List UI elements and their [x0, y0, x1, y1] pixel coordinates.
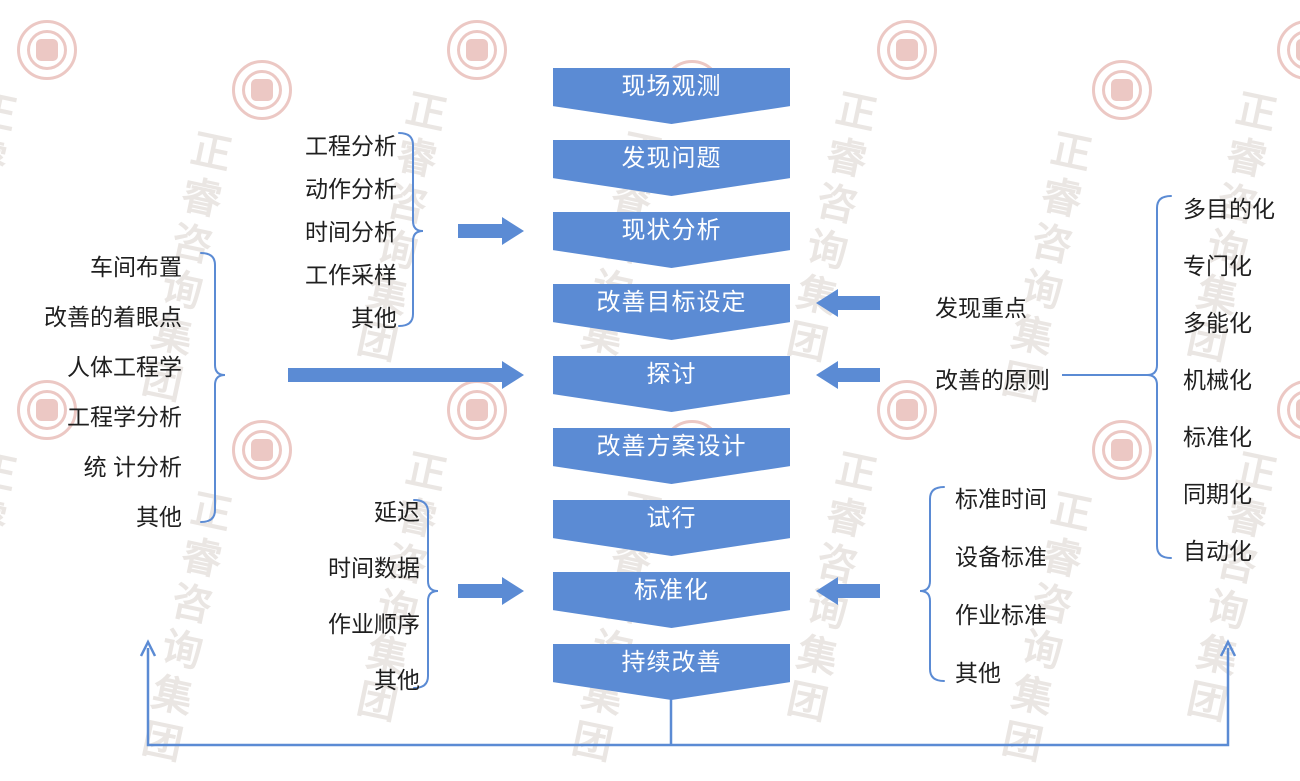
- list-item: 标准时间: [955, 486, 1047, 512]
- key-points-label: 发现重点: [935, 295, 1027, 321]
- list-item: 时间分析: [305, 218, 397, 245]
- list-item: 人体工程学: [67, 354, 182, 380]
- list-item: 专门化: [1183, 252, 1252, 279]
- flow-step-observe: 现场观测: [553, 68, 790, 124]
- watermark-text: 正睿咨询集团: [776, 85, 879, 371]
- list-item: 多能化: [1183, 309, 1252, 336]
- watermark-tile: 正睿咨询集团: [132, 420, 292, 772]
- watermark-logo-icon: [877, 380, 937, 440]
- watermark-tile: 正睿咨询集团: [777, 380, 937, 732]
- standardization-inputs-list: 延迟 时间数据 作业顺序 其他: [280, 482, 420, 706]
- watermark-logo-icon: [1092, 60, 1152, 120]
- watermark-logo-icon: [1092, 420, 1152, 480]
- list-item: 作业顺序: [328, 611, 420, 637]
- list-item: 工程学分析: [67, 404, 182, 430]
- arrow-focus-to-discussion: [288, 361, 524, 389]
- watermark-logo-icon: [1277, 20, 1300, 80]
- list-item: 延迟: [374, 499, 420, 525]
- brace-analysis-methods: [398, 132, 424, 327]
- arrow-inputs-to-standardization: [458, 577, 524, 605]
- list-item: 自动化: [1183, 537, 1252, 564]
- watermark-logo-icon: [232, 60, 292, 120]
- list-item: 改善的着眼点: [44, 304, 182, 330]
- flow-step-standardization: 标准化: [553, 572, 790, 628]
- list-item: 作业标准: [955, 602, 1047, 628]
- list-item: 动作分析: [305, 175, 397, 202]
- list-item: 车间布置: [90, 254, 182, 280]
- watermark-text: 正睿咨询集团: [776, 445, 879, 731]
- list-item: 其他: [136, 504, 182, 530]
- list-item: 其他: [374, 667, 420, 693]
- flow-step-trial: 试行: [553, 500, 790, 556]
- list-item: 机械化: [1183, 366, 1252, 393]
- flow-step-continuous-improvement: 持续改善: [553, 644, 790, 700]
- list-item: 标准化: [1183, 423, 1252, 450]
- brace-focus-points: [200, 252, 226, 523]
- watermark-tile: 正睿咨询集团: [347, 380, 507, 732]
- watermark-logo-icon: [877, 20, 937, 80]
- feedback-left-arrowhead-icon: [139, 639, 157, 657]
- watermark-tile: 正睿咨询集团: [347, 20, 507, 372]
- list-item: 同期化: [1183, 480, 1252, 507]
- watermark-logo-icon: [232, 420, 292, 480]
- flow-step-plan-design: 改善方案设计: [553, 428, 790, 484]
- principles-label: 改善的原则: [935, 367, 1050, 393]
- feedback-right-arrowhead-icon: [1219, 639, 1237, 657]
- arrow-analysis-to-status: [458, 217, 524, 245]
- focus-points-list: 车间布置 改善的着眼点 人体工程学 工程学分析 统 计分析 其他: [10, 240, 182, 540]
- list-item: 其他: [955, 660, 1001, 686]
- arrow-keypoints-to-goal: [816, 289, 880, 317]
- list-item: 设备标准: [955, 544, 1047, 570]
- list-item: 统 计分析: [83, 454, 182, 480]
- list-item: 其他: [351, 304, 397, 331]
- watermark-logo-icon: [447, 380, 507, 440]
- list-item: 多目的化: [1183, 195, 1275, 222]
- watermark-logo-icon: [17, 20, 77, 80]
- list-item: 工作采样: [305, 261, 397, 288]
- flow-step-discussion: 探讨: [553, 356, 790, 412]
- principles-list: 多目的化 专门化 多能化 机械化 标准化 同期化 自动化: [1183, 178, 1300, 577]
- flow-step-find-problem: 发现问题: [553, 140, 790, 196]
- watermark-logo-icon: [447, 20, 507, 80]
- brace-principles: [1146, 195, 1172, 559]
- flow-step-goal-setting: 改善目标设定: [553, 284, 790, 340]
- analysis-methods-list: 工程分析 动作分析 时间分析 工作采样 其他: [240, 122, 397, 337]
- list-item: 工程分析: [305, 132, 397, 159]
- brace-standards: [919, 486, 945, 682]
- watermark-tile: 正睿咨询集团: [777, 20, 937, 372]
- list-item: 时间数据: [328, 555, 420, 581]
- flow-step-status-analysis: 现状分析: [553, 212, 790, 268]
- arrow-standards-to-standardization: [816, 577, 880, 605]
- arrow-principles-to-discussion: [816, 361, 880, 389]
- standards-list: 标准时间 设备标准 作业标准 其他: [955, 468, 1085, 700]
- watermark-tile: 正睿咨询集团: [992, 60, 1152, 412]
